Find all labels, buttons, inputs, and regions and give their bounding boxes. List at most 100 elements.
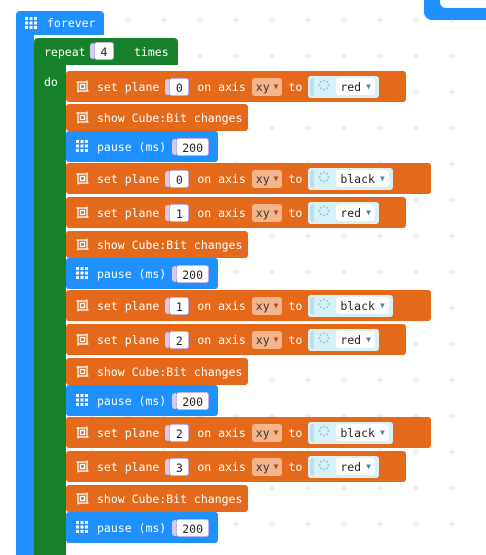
cubebit-icon [76, 238, 89, 251]
set-plane-label: set plane [97, 332, 160, 347]
pause-ms-input[interactable]: 200 [172, 391, 210, 411]
axis-dropdown[interactable]: xy▼ [251, 330, 283, 349]
pause-label: pause (ms) [97, 520, 167, 535]
pause-block[interactable]: pause (ms) 200 [66, 258, 218, 289]
axis-value: xy [255, 298, 270, 313]
cubebit-icon [76, 365, 89, 378]
pause-ms-input[interactable]: 200 [172, 518, 210, 538]
offscreen-block-notch [440, 0, 486, 8]
on-axis-label: on axis [197, 332, 246, 347]
plane-number-input[interactable]: 2 [165, 423, 190, 443]
grid-icon [76, 140, 89, 153]
spinner-icon [318, 171, 336, 186]
plane-number-value: 2 [169, 330, 190, 349]
show-cubebit-block[interactable]: show Cube:Bit changes [66, 104, 248, 131]
plane-number-input[interactable]: 3 [165, 457, 190, 477]
forever-block[interactable]: forever [16, 11, 104, 35]
spinner-icon [318, 459, 336, 474]
repeat-label: repeat [44, 45, 86, 59]
color-dropdown[interactable]: red▼ [336, 458, 375, 475]
repeat-block[interactable]: repeat 4 times [34, 38, 178, 65]
show-cubebit-block[interactable]: show Cube:Bit changes [66, 358, 248, 385]
show-label: show Cube:Bit changes [97, 364, 243, 379]
repeat-count-input[interactable]: 4 [90, 41, 114, 61]
to-label: to [288, 171, 303, 186]
set-plane-label: set plane [97, 425, 160, 440]
color-dropdown[interactable]: black▼ [336, 297, 389, 314]
color-input[interactable]: black▼ [308, 294, 393, 317]
spinner-icon [318, 332, 336, 347]
pause-ms-value: 200 [176, 518, 210, 537]
axis-dropdown[interactable]: xy▼ [251, 457, 283, 476]
show-cubebit-block[interactable]: show Cube:Bit changes [66, 231, 248, 258]
plane-number-input[interactable]: 2 [165, 330, 190, 350]
color-dropdown[interactable]: red▼ [336, 78, 375, 95]
plane-number-input[interactable]: 0 [165, 169, 190, 189]
set-plane-label: set plane [97, 171, 160, 186]
color-input[interactable]: red▼ [308, 75, 379, 98]
on-axis-label: on axis [197, 459, 246, 474]
pause-ms-input[interactable]: 200 [172, 264, 210, 284]
color-value: black [340, 298, 375, 313]
grid-icon [76, 267, 89, 280]
pause-ms-value: 200 [176, 137, 210, 156]
pause-label: pause (ms) [97, 393, 167, 408]
repeat-times-label: times [134, 45, 169, 59]
color-dropdown[interactable]: red▼ [336, 331, 375, 348]
axis-dropdown[interactable]: xy▼ [251, 296, 283, 315]
to-label: to [288, 425, 303, 440]
dropdown-arrow-icon: ▼ [273, 174, 279, 183]
color-dropdown[interactable]: black▼ [336, 170, 389, 187]
plane-number-input[interactable]: 0 [165, 77, 190, 97]
plane-number-value: 0 [169, 169, 190, 188]
color-input[interactable]: red▼ [308, 455, 379, 478]
color-input[interactable]: red▼ [308, 201, 379, 224]
color-input[interactable]: black▼ [308, 167, 393, 190]
plane-number-input[interactable]: 1 [165, 203, 190, 223]
axis-value: xy [255, 332, 270, 347]
spinner-icon [318, 79, 336, 94]
plane-number-value: 1 [169, 203, 190, 222]
plane-number-value: 0 [169, 77, 190, 96]
show-cubebit-block[interactable]: show Cube:Bit changes [66, 485, 248, 512]
plane-number-input[interactable]: 1 [165, 296, 190, 316]
axis-dropdown[interactable]: xy▼ [251, 423, 283, 442]
axis-dropdown[interactable]: xy▼ [251, 203, 283, 222]
grid-icon [76, 521, 89, 534]
set-plane-label: set plane [97, 205, 160, 220]
grid-icon [76, 394, 89, 407]
spinner-icon [318, 425, 336, 440]
pause-label: pause (ms) [97, 266, 167, 281]
axis-value: xy [255, 425, 270, 440]
cubebit-icon [76, 172, 89, 185]
axis-dropdown[interactable]: xy▼ [251, 169, 283, 188]
plane-number-value: 3 [169, 457, 190, 476]
color-dropdown[interactable]: black▼ [336, 424, 389, 441]
pause-block[interactable]: pause (ms)200 [66, 131, 218, 162]
dropdown-arrow-icon: ▼ [366, 335, 371, 344]
set-plane-label: set plane [97, 79, 160, 94]
spinner-icon [318, 298, 336, 313]
color-input[interactable]: black▼ [308, 421, 393, 444]
repeat-do-label: do [44, 75, 58, 89]
dropdown-arrow-icon: ▼ [273, 208, 279, 217]
color-dropdown[interactable]: red▼ [336, 204, 375, 221]
forever-label: forever [47, 16, 96, 30]
axis-dropdown[interactable]: xy▼ [251, 77, 283, 96]
set-plane-label: set plane [97, 298, 160, 313]
on-axis-label: on axis [197, 425, 246, 440]
cubebit-icon [76, 206, 89, 219]
pause-block[interactable]: pause (ms) 200 [66, 512, 218, 543]
pause-block[interactable]: pause (ms) 200 [66, 385, 218, 416]
color-input[interactable]: red▼ [308, 328, 379, 351]
pause-ms-input[interactable]: 200 [172, 137, 210, 157]
cubebit-icon [76, 426, 89, 439]
dropdown-arrow-icon: ▼ [379, 428, 385, 437]
